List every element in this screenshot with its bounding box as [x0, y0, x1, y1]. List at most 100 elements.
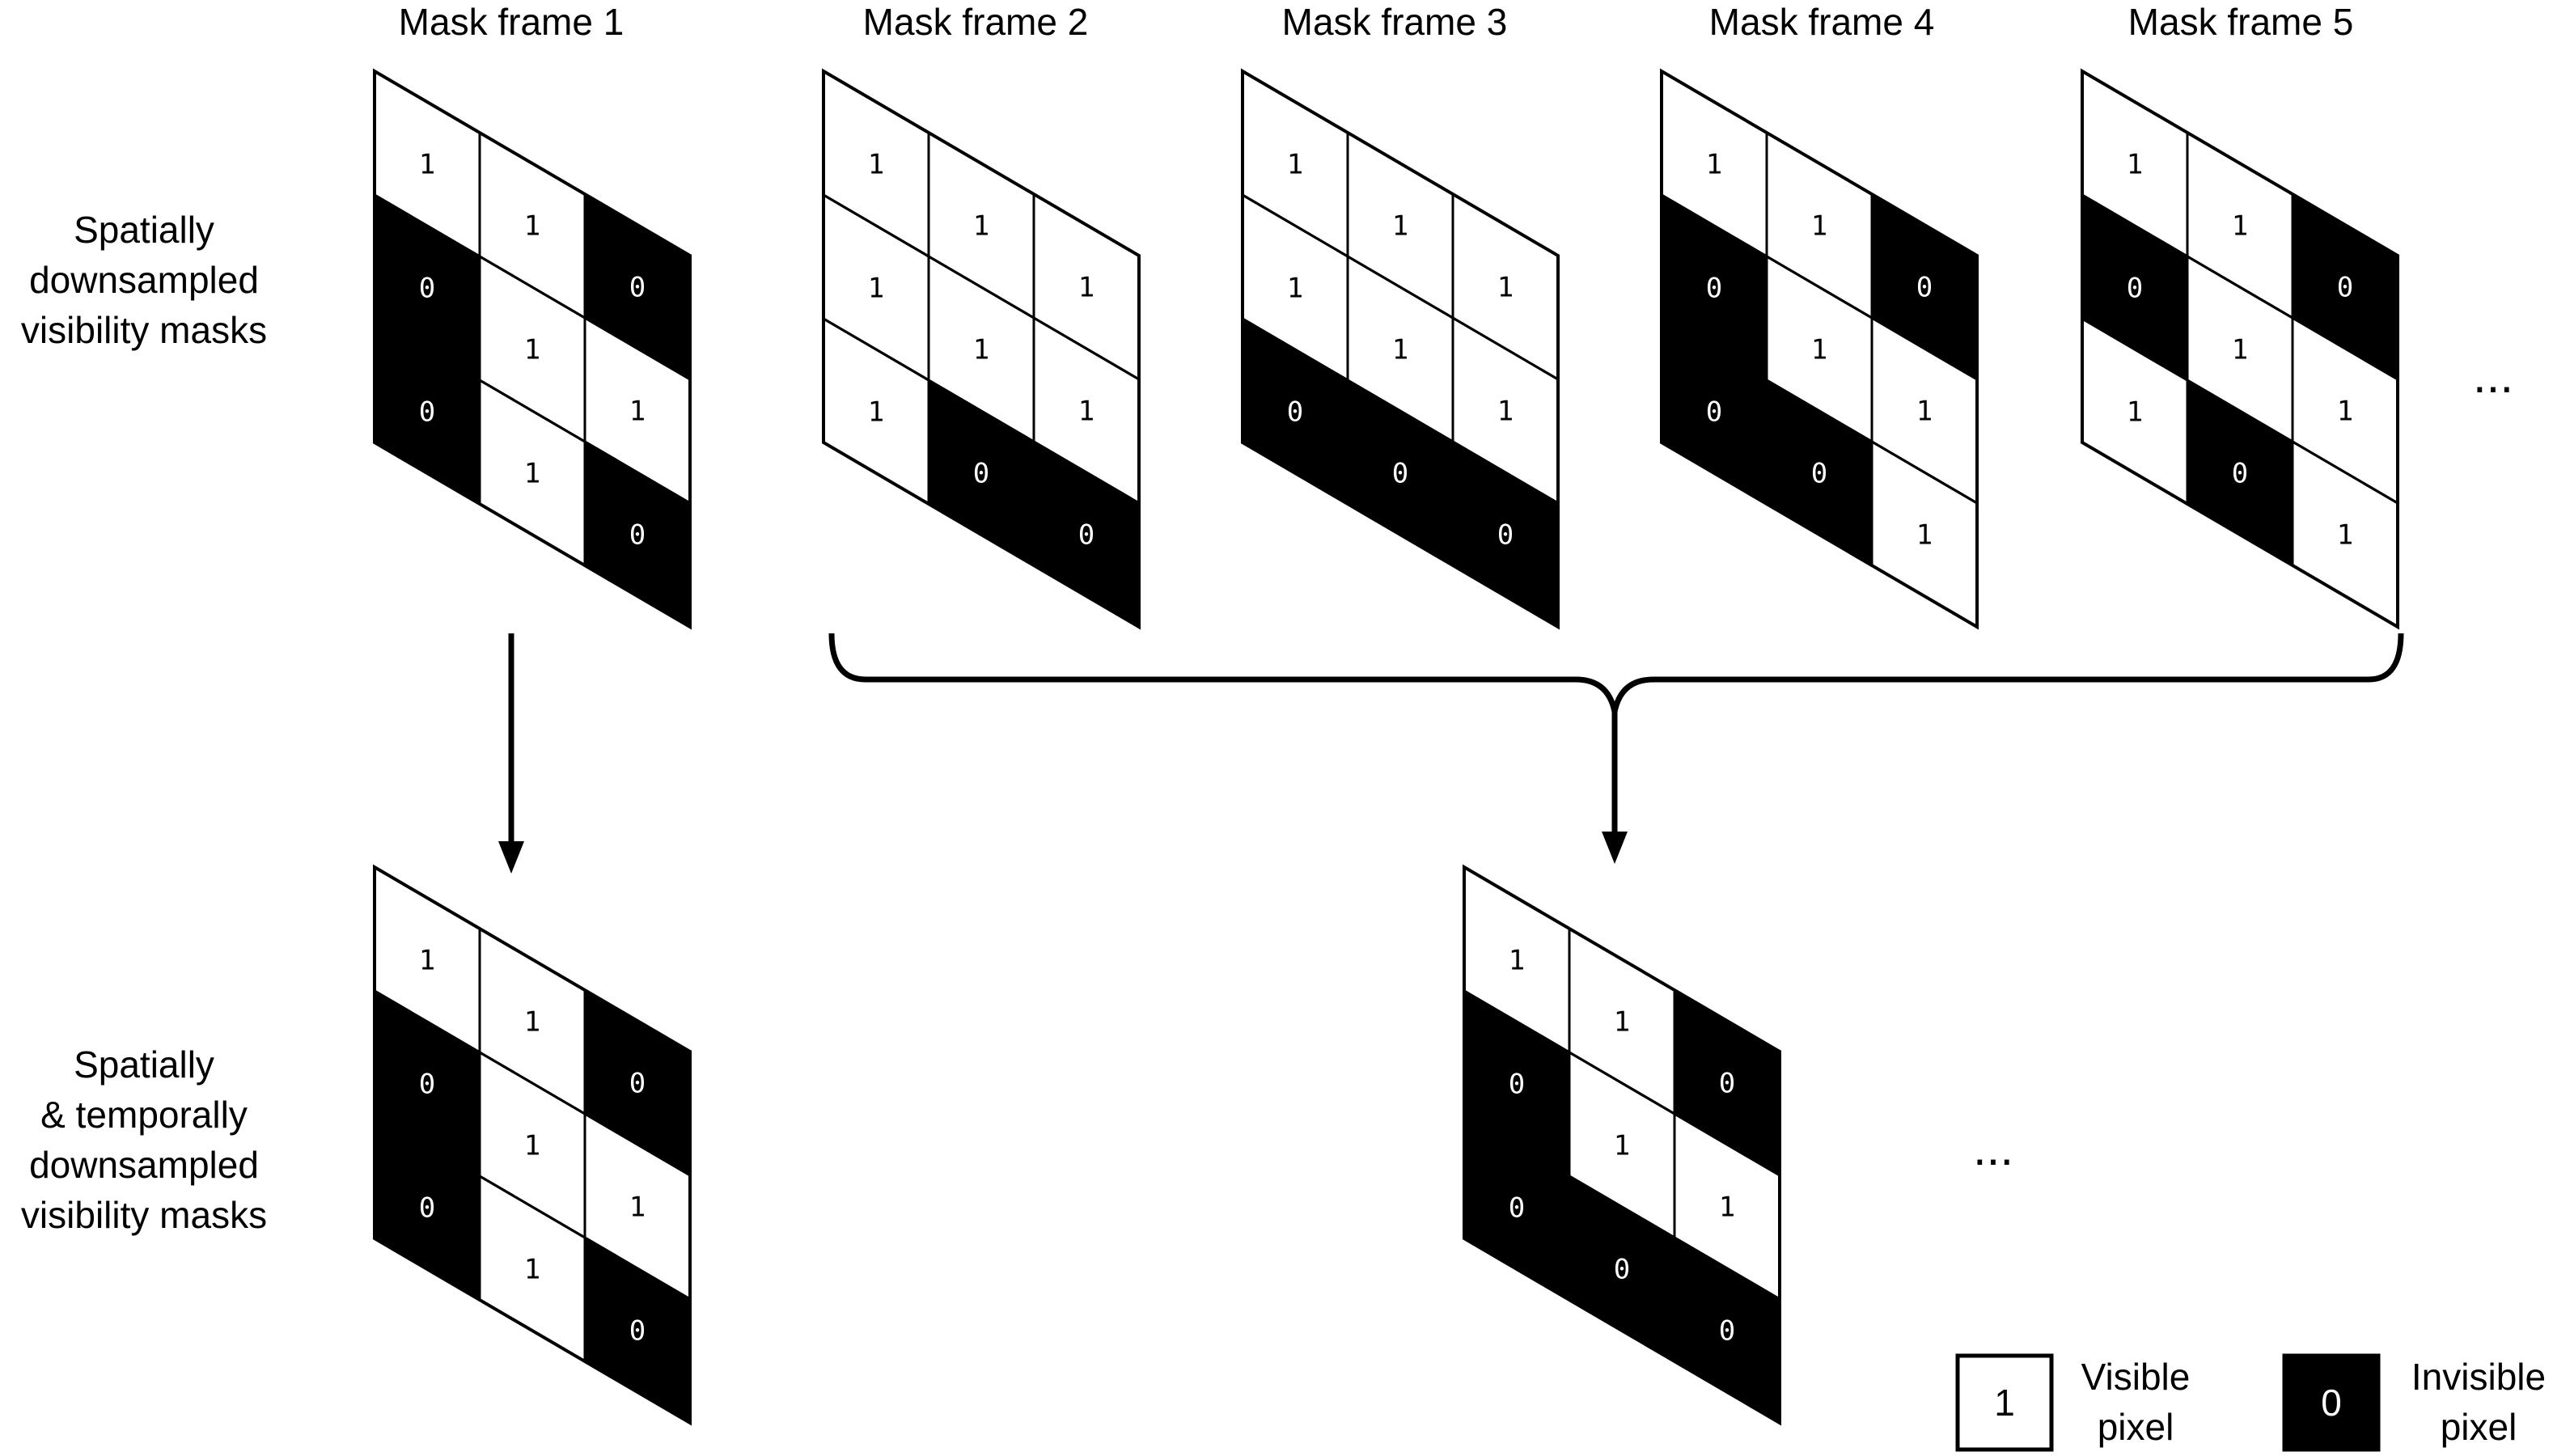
legend-invisible-digit: 0 — [2321, 1382, 2342, 1424]
mask-cell-value: 0 — [629, 519, 646, 552]
legend-invisible-label-line-2: pixel — [2441, 1406, 2517, 1448]
mask-cell-value: 1 — [2232, 210, 2248, 243]
mask-cell-value: 0 — [973, 458, 989, 490]
mask-cell-value: 0 — [629, 272, 646, 304]
mask-cell-value: 0 — [419, 273, 435, 305]
arrowhead — [498, 841, 524, 874]
grid-border — [373, 864, 692, 1426]
mask-cell-value: 1 — [1497, 396, 1514, 428]
legend-visible-digit: 1 — [1994, 1382, 2015, 1424]
mask-cell-value: 1 — [973, 334, 989, 366]
mask-cell-value: 0 — [1497, 519, 1514, 552]
ellipsis-bottom: ... — [1973, 1121, 2013, 1175]
frame-title-5: Mask frame 5 — [2128, 1, 2354, 43]
bottom-row-label-line-2: & temporally — [40, 1094, 248, 1136]
mask-cell-value: 1 — [1078, 396, 1094, 428]
downsampled-mask-1-grid: 1 1 0 0 1 1 0 1 0 — [373, 864, 692, 1426]
mask-cell-value: 0 — [1509, 1192, 1525, 1225]
mask-cell-value: 1 — [1392, 210, 1408, 243]
mask-cell-value: 0 — [1614, 1254, 1630, 1286]
mask-cell-value: 1 — [1811, 210, 1827, 243]
legend-visible: 1 Visible pixel — [1955, 1353, 2191, 1452]
mask-cell-value: 0 — [629, 1068, 646, 1100]
top-row-label-line-3: visibility masks — [21, 309, 267, 351]
mask-cell-value: 1 — [524, 334, 540, 366]
mask-cell-value: 1 — [629, 1191, 646, 1224]
mask-cell-value: 1 — [2337, 396, 2353, 428]
grid-border — [1660, 68, 1979, 630]
mask-cell-value: 0 — [1916, 272, 1933, 304]
mask-cell-value: 1 — [1287, 273, 1303, 305]
mask-cell-value: 0 — [419, 1192, 435, 1225]
mask-cell-value: 1 — [1916, 519, 1933, 552]
mask-cell-value: 1 — [524, 1130, 540, 1162]
mask-cell-value: 1 — [868, 396, 884, 429]
mask-cell-value: 1 — [868, 149, 884, 181]
frame-title-3: Mask frame 3 — [1282, 1, 1508, 43]
bottom-row-label: Spatially & temporally downsampled visib… — [21, 1043, 267, 1236]
legend-invisible-label-line-1: Invisible — [2411, 1356, 2546, 1398]
mask-cell-value: 0 — [1509, 1069, 1525, 1101]
legend-invisible: 0 Invisible pixel — [2282, 1353, 2546, 1452]
bottom-row-label-line-4: visibility masks — [21, 1194, 267, 1236]
mask-frame-5-grid: 1 1 0 0 1 1 1 0 1 — [2081, 68, 2399, 630]
top-row-label-line-2: downsampled — [29, 259, 259, 301]
mask-cell-value: 1 — [2232, 334, 2248, 366]
mask-cell-value: 1 — [1497, 272, 1514, 304]
mask-cell-value: 0 — [629, 1315, 646, 1348]
frame-title-2: Mask frame 2 — [863, 1, 1089, 43]
mask-cell-value: 1 — [2337, 519, 2353, 552]
mask-cell-value: 1 — [629, 396, 646, 428]
mask-cell-value: 0 — [1392, 458, 1408, 490]
grid-border — [822, 68, 1141, 630]
mask-cell-value: 1 — [524, 210, 540, 243]
mask-cell-value: 1 — [1392, 334, 1408, 366]
mask-cell-value: 1 — [1916, 396, 1933, 428]
frame-title-4: Mask frame 4 — [1709, 1, 1935, 43]
legend-visible-label-line-2: pixel — [2098, 1406, 2174, 1448]
mask-cell-value: 1 — [1614, 1130, 1630, 1162]
mask-cell-value: 1 — [419, 149, 435, 181]
mask-cell-value: 0 — [419, 1069, 435, 1101]
mask-cell-value: 1 — [1614, 1006, 1630, 1039]
mask-cell-value: 0 — [1811, 458, 1827, 490]
mask-cell-value: 1 — [1078, 272, 1094, 304]
arrow-brace-to-output2 — [1602, 712, 1628, 864]
mask-cell-value: 1 — [868, 273, 884, 305]
mask-cell-value: 0 — [2337, 272, 2353, 304]
frame-title-1: Mask frame 1 — [399, 1, 624, 43]
mask-cell-value: 1 — [1811, 334, 1827, 366]
mask-cell-value: 0 — [419, 396, 435, 429]
mask-cell-value: 1 — [1509, 945, 1525, 977]
ellipsis-top: ... — [2473, 349, 2513, 403]
mask-cell-value: 1 — [2127, 149, 2143, 181]
grid-border — [1241, 68, 1560, 630]
mask-cell-value: 1 — [419, 945, 435, 977]
grid-border — [2081, 68, 2399, 630]
bottom-row-label-line-1: Spatially — [74, 1043, 214, 1086]
mask-cell-value: 1 — [524, 1006, 540, 1039]
legend-invisible-swatch — [2282, 1353, 2381, 1452]
top-row-label: Spatially downsampled visibility masks — [21, 209, 267, 351]
mask-cell-value: 1 — [973, 210, 989, 243]
mask-cell-value: 0 — [2127, 273, 2143, 305]
legend: 1 Visible pixel 0 Invisible pixel — [1955, 1353, 2546, 1452]
mask-cell-value: 1 — [1719, 1191, 1735, 1224]
mask-cell-value: 0 — [1706, 273, 1722, 305]
mask-cell-value: 1 — [524, 1254, 540, 1286]
top-row-label-line-1: Spatially — [74, 209, 214, 251]
mask-frame-2-grid: 1 1 1 1 1 1 1 0 0 — [822, 68, 1141, 630]
mask-cell-value: 0 — [1078, 519, 1094, 552]
bottom-row-label-line-3: downsampled — [29, 1144, 259, 1186]
mask-cell-value: 0 — [2232, 458, 2248, 490]
grid-border — [373, 68, 692, 630]
mask-cell-value: 1 — [524, 458, 540, 490]
legend-visible-label-line-1: Visible — [2081, 1356, 2191, 1398]
mask-cell-value: 1 — [2127, 396, 2143, 429]
mask-cell-value: 1 — [1287, 149, 1303, 181]
mask-cell-value: 0 — [1719, 1068, 1735, 1100]
